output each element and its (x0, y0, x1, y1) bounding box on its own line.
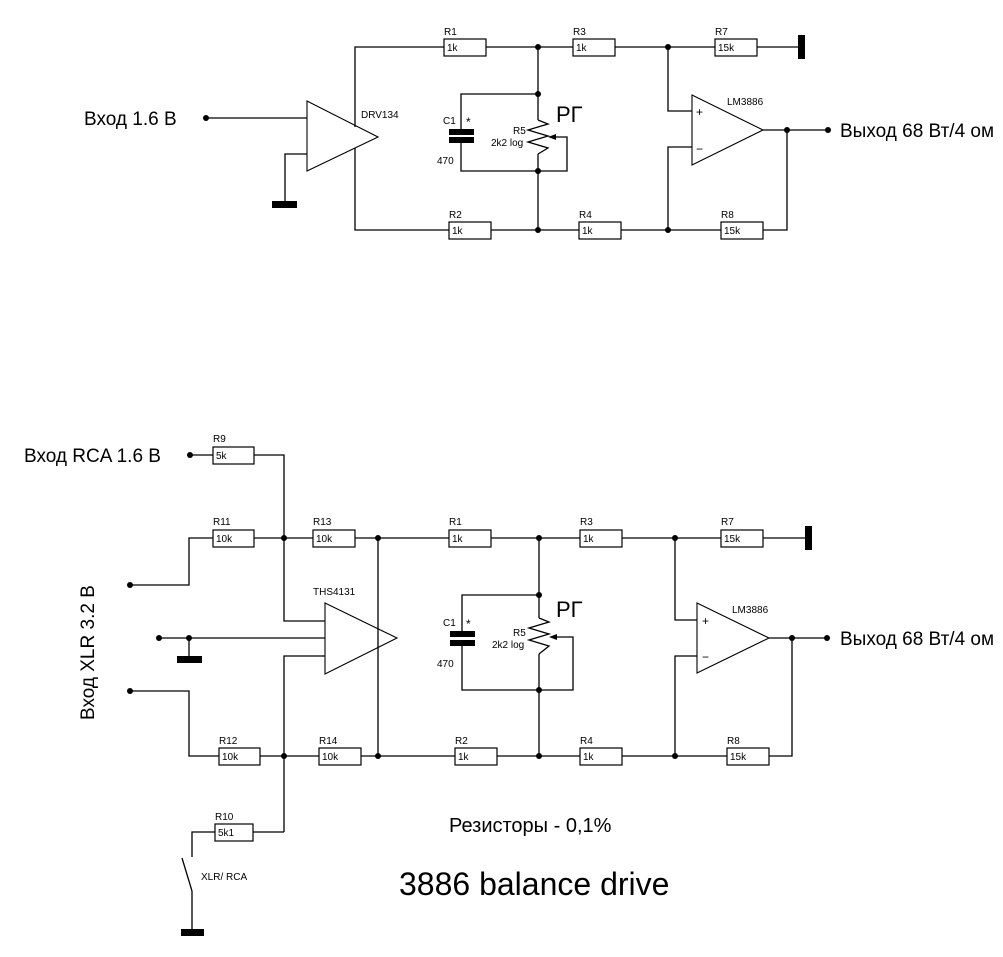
top-circuit: Вход 1.6 В DRV134 R1 1k R2 1k C1 (84, 27, 994, 240)
r4-value: 1k (582, 226, 594, 237)
r14-value: 10k (322, 752, 339, 763)
r2-label: R2 (455, 736, 468, 747)
r4-label: R4 (579, 210, 592, 221)
r7-value: 15k (718, 43, 735, 54)
r7-label: R7 (721, 517, 734, 528)
minus-input: − (702, 650, 709, 664)
drv134-label: DRV134 (361, 110, 399, 121)
plus-input: + (702, 614, 709, 628)
r10-label: R10 (215, 812, 234, 823)
c1-label: C1 (443, 116, 456, 127)
r2-value: 1k (458, 752, 470, 763)
r14-label: R14 (319, 736, 338, 747)
r4-value: 1k (583, 752, 595, 763)
r5-value: 2k2 log (491, 138, 523, 149)
rca-input-label: Вход RCA 1.6 В (24, 446, 161, 467)
r7-label: R7 (715, 27, 728, 38)
drv134-amplifier (306, 100, 380, 172)
lm3886-label: LM3886 (732, 605, 769, 616)
r5-value: 2k2 log (492, 640, 524, 651)
xlr-input-label: Вход XLR 3.2 В (78, 585, 99, 720)
minus-input: − (696, 142, 703, 156)
ground-symbol (798, 35, 805, 59)
r5-label: R5 (513, 628, 526, 639)
r9-value: 5k (216, 451, 228, 462)
r3-value: 1k (583, 534, 595, 545)
r13-value: 10k (316, 534, 333, 545)
r8-value: 15k (730, 752, 747, 763)
r13-label: R13 (313, 517, 332, 528)
r12-value: 10k (222, 752, 239, 763)
r5-label: R5 (513, 126, 526, 137)
c1-value: 470 (437, 156, 454, 167)
r11-label: R11 (213, 517, 231, 528)
switch-label: XLR/ RCA (201, 872, 247, 883)
r10-value: 5k1 (218, 828, 235, 839)
top-input-label: Вход 1.6 В (84, 109, 177, 130)
r1-value: 1k (447, 43, 459, 54)
bottom-circuit: Вход RCA 1.6 В R9 5k Вход XLR 3.2 В R11 … (24, 434, 994, 936)
xlr-rca-switch[interactable] (181, 857, 193, 892)
diagram-title: 3886 balance drive (399, 866, 669, 902)
capacitor-c1 (449, 129, 474, 135)
r8-value: 15k (724, 226, 741, 237)
gain-control-label: РГ (556, 102, 583, 127)
ground-symbol (181, 929, 204, 936)
top-output-label: Выход 68 Вт/4 ом (840, 121, 994, 142)
r1-value: 1k (452, 534, 464, 545)
r8-label: R8 (721, 210, 734, 221)
ground-symbol (805, 526, 812, 550)
c1-value: 470 (437, 659, 454, 670)
ths4131-amplifier (324, 602, 399, 675)
gain-control-label: РГ (556, 597, 583, 622)
ground-symbol (272, 201, 297, 208)
bottom-output-terminal (824, 635, 830, 641)
r3-value: 1k (576, 43, 588, 54)
resistor-tolerance-note: Резисторы - 0,1% (449, 815, 612, 837)
resistor-r8 (726, 747, 770, 766)
top-output-terminal (825, 127, 831, 133)
r8-label: R8 (727, 736, 740, 747)
r1-label: R1 (444, 27, 457, 38)
lm3886-amplifier (696, 602, 771, 674)
potentiometer-r5 (525, 119, 551, 155)
ground-symbol (177, 656, 202, 663)
bottom-output-label: Выход 68 Вт/4 ом (840, 629, 994, 650)
r9-label: R9 (213, 434, 226, 445)
resistor-r8 (720, 221, 764, 240)
lm3886-amplifier (691, 94, 765, 166)
plus-input: + (696, 105, 703, 119)
r12-label: R12 (219, 736, 238, 747)
c1-label: C1 (443, 618, 456, 629)
r2-label: R2 (449, 210, 462, 221)
r2-value: 1k (452, 226, 464, 237)
c1-mark: * (466, 617, 471, 631)
c1-mark: * (466, 115, 471, 129)
ths4131-label: THS4131 (313, 587, 356, 598)
r3-label: R3 (573, 27, 586, 38)
r11-value: 10k (216, 534, 233, 545)
potentiometer-r5 (526, 617, 552, 655)
r4-label: R4 (580, 736, 593, 747)
r1-label: R1 (449, 517, 462, 528)
lm3886-label: LM3886 (727, 97, 764, 108)
r7-value: 15k (724, 534, 741, 545)
capacitor-c1 (450, 631, 475, 637)
r3-label: R3 (580, 517, 593, 528)
